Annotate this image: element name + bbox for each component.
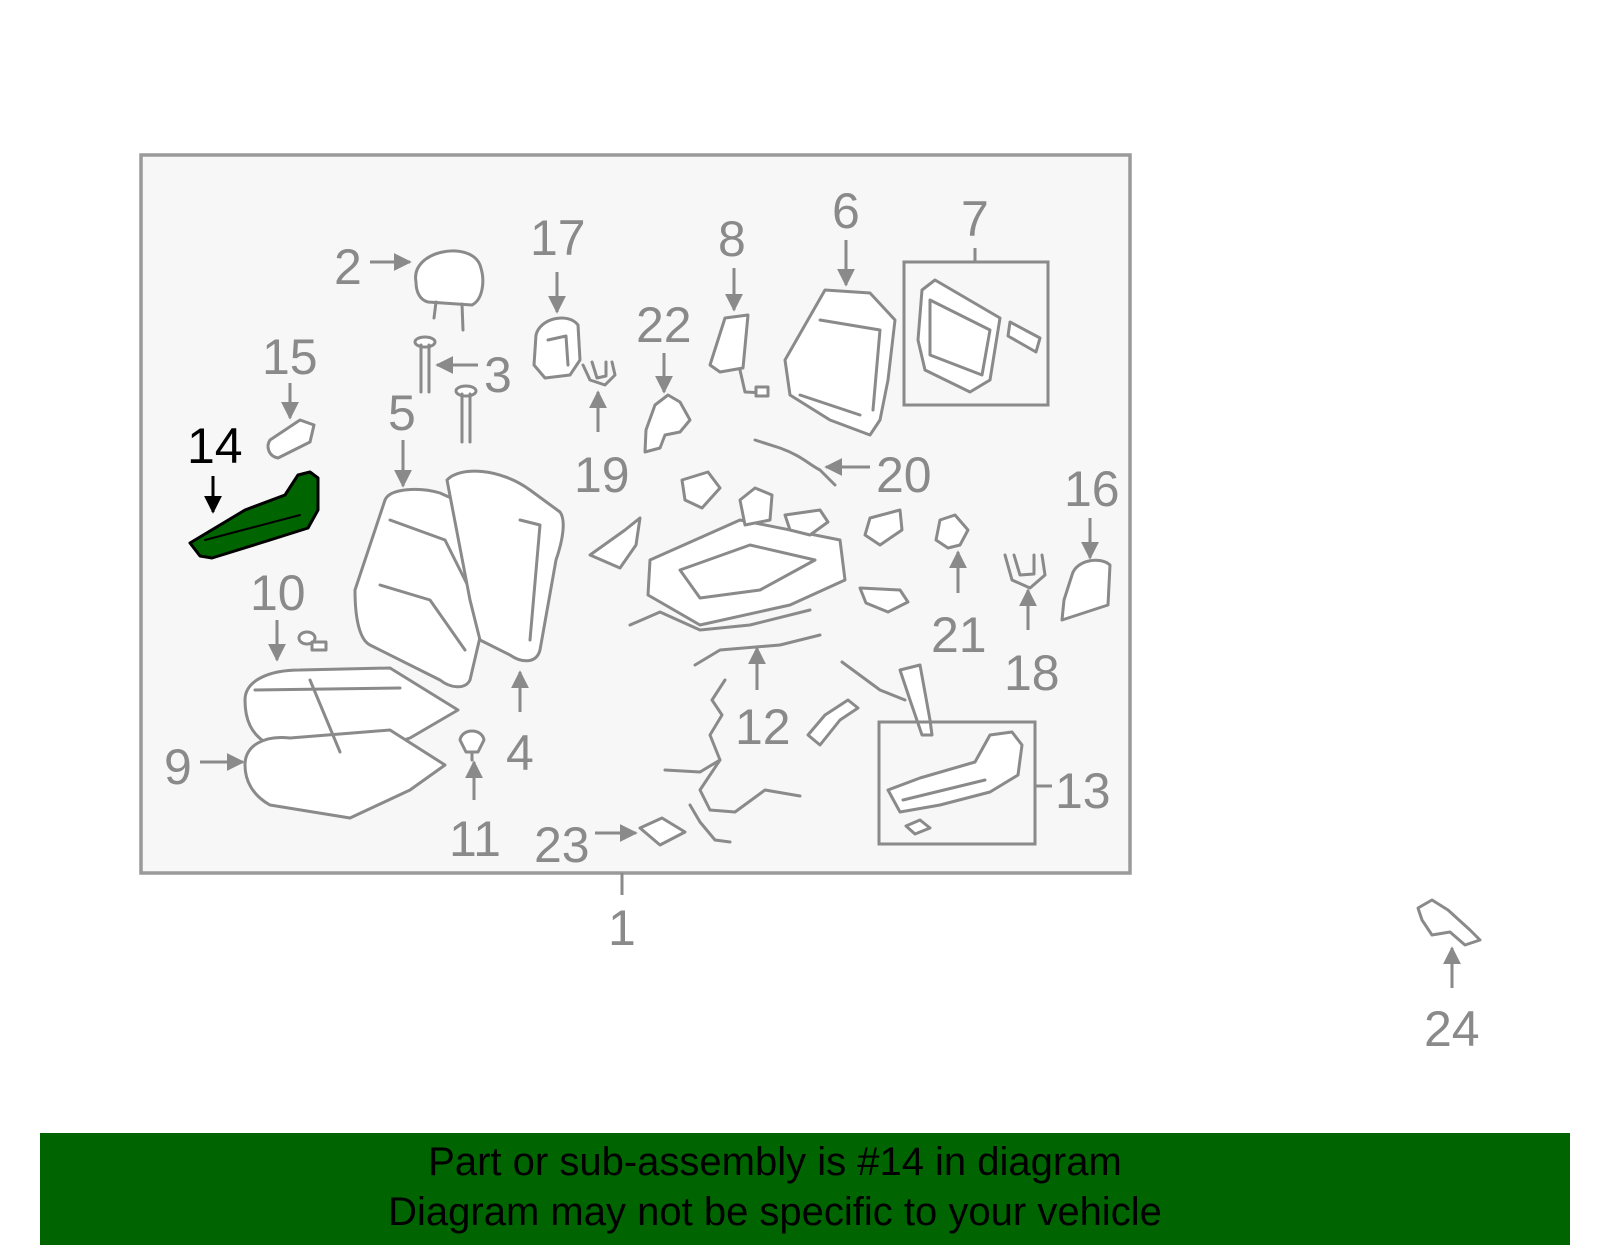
callout-1[interactable]: 1 (608, 900, 636, 956)
clip-part-19[interactable] (581, 360, 617, 387)
cable-part-20[interactable] (753, 438, 837, 487)
bolt-part[interactable] (297, 630, 328, 652)
callout-13[interactable]: 13 (1055, 763, 1111, 819)
headrest-guide-part[interactable] (413, 335, 478, 444)
callout-18[interactable]: 18 (1004, 645, 1060, 701)
callout-23[interactable]: 23 (534, 817, 590, 873)
seatback-board-part[interactable] (783, 288, 897, 437)
callout-19[interactable]: 19 (574, 447, 630, 503)
callout-2[interactable]: 2 (334, 239, 362, 295)
callout-3[interactable]: 3 (484, 347, 512, 403)
callout-20[interactable]: 20 (876, 447, 932, 503)
wire-harness-part[interactable] (663, 660, 934, 844)
bracket-part-22[interactable] (643, 393, 692, 454)
banner-line-1: Part or sub-assembly is #14 in diagram (428, 1140, 1122, 1184)
callout-15[interactable]: 15 (262, 329, 318, 385)
callout-24[interactable]: 24 (1424, 1001, 1480, 1057)
callout-16[interactable]: 16 (1064, 461, 1120, 517)
seatback-pad-part[interactable] (445, 469, 565, 663)
callout-4[interactable]: 4 (506, 725, 534, 781)
part-13-box (877, 720, 1037, 846)
callout-10[interactable]: 10 (250, 565, 306, 621)
callout-21[interactable]: 21 (931, 607, 987, 663)
callout-17[interactable]: 17 (530, 210, 586, 266)
side-shield-clip-part[interactable] (266, 418, 316, 460)
callout-11[interactable]: 11 (449, 811, 501, 867)
clip-part-18[interactable] (1003, 553, 1047, 590)
info-banner: Part or sub-assembly is #14 in diagram D… (40, 1133, 1570, 1245)
bracket-part-24[interactable] (1416, 898, 1482, 947)
highlighted-part-14[interactable] (188, 470, 320, 560)
callout-9[interactable]: 9 (164, 739, 192, 795)
recliner-cover-part[interactable] (532, 316, 582, 380)
callout-22[interactable]: 22 (636, 297, 692, 353)
callout-12[interactable]: 12 (735, 699, 791, 755)
callout-6[interactable]: 6 (832, 183, 860, 239)
side-shield-part-13[interactable] (886, 730, 1024, 836)
connector-part-23[interactable] (638, 816, 687, 847)
banner-line-2: Diagram may not be specific to your vehi… (388, 1190, 1162, 1234)
callout-7[interactable]: 7 (961, 191, 989, 247)
callout-14[interactable]: 14 (187, 418, 243, 474)
cover-part-16[interactable] (1060, 558, 1112, 622)
seat-cushion-part[interactable] (243, 666, 460, 820)
callout-5[interactable]: 5 (388, 385, 416, 441)
callout-8[interactable]: 8 (718, 211, 746, 267)
headrest-part[interactable] (414, 249, 485, 332)
switch-part-8[interactable] (708, 313, 770, 398)
bracket-part-21[interactable] (934, 513, 970, 550)
push-clip-part[interactable] (458, 729, 486, 762)
back-panel-part[interactable] (916, 278, 1042, 394)
